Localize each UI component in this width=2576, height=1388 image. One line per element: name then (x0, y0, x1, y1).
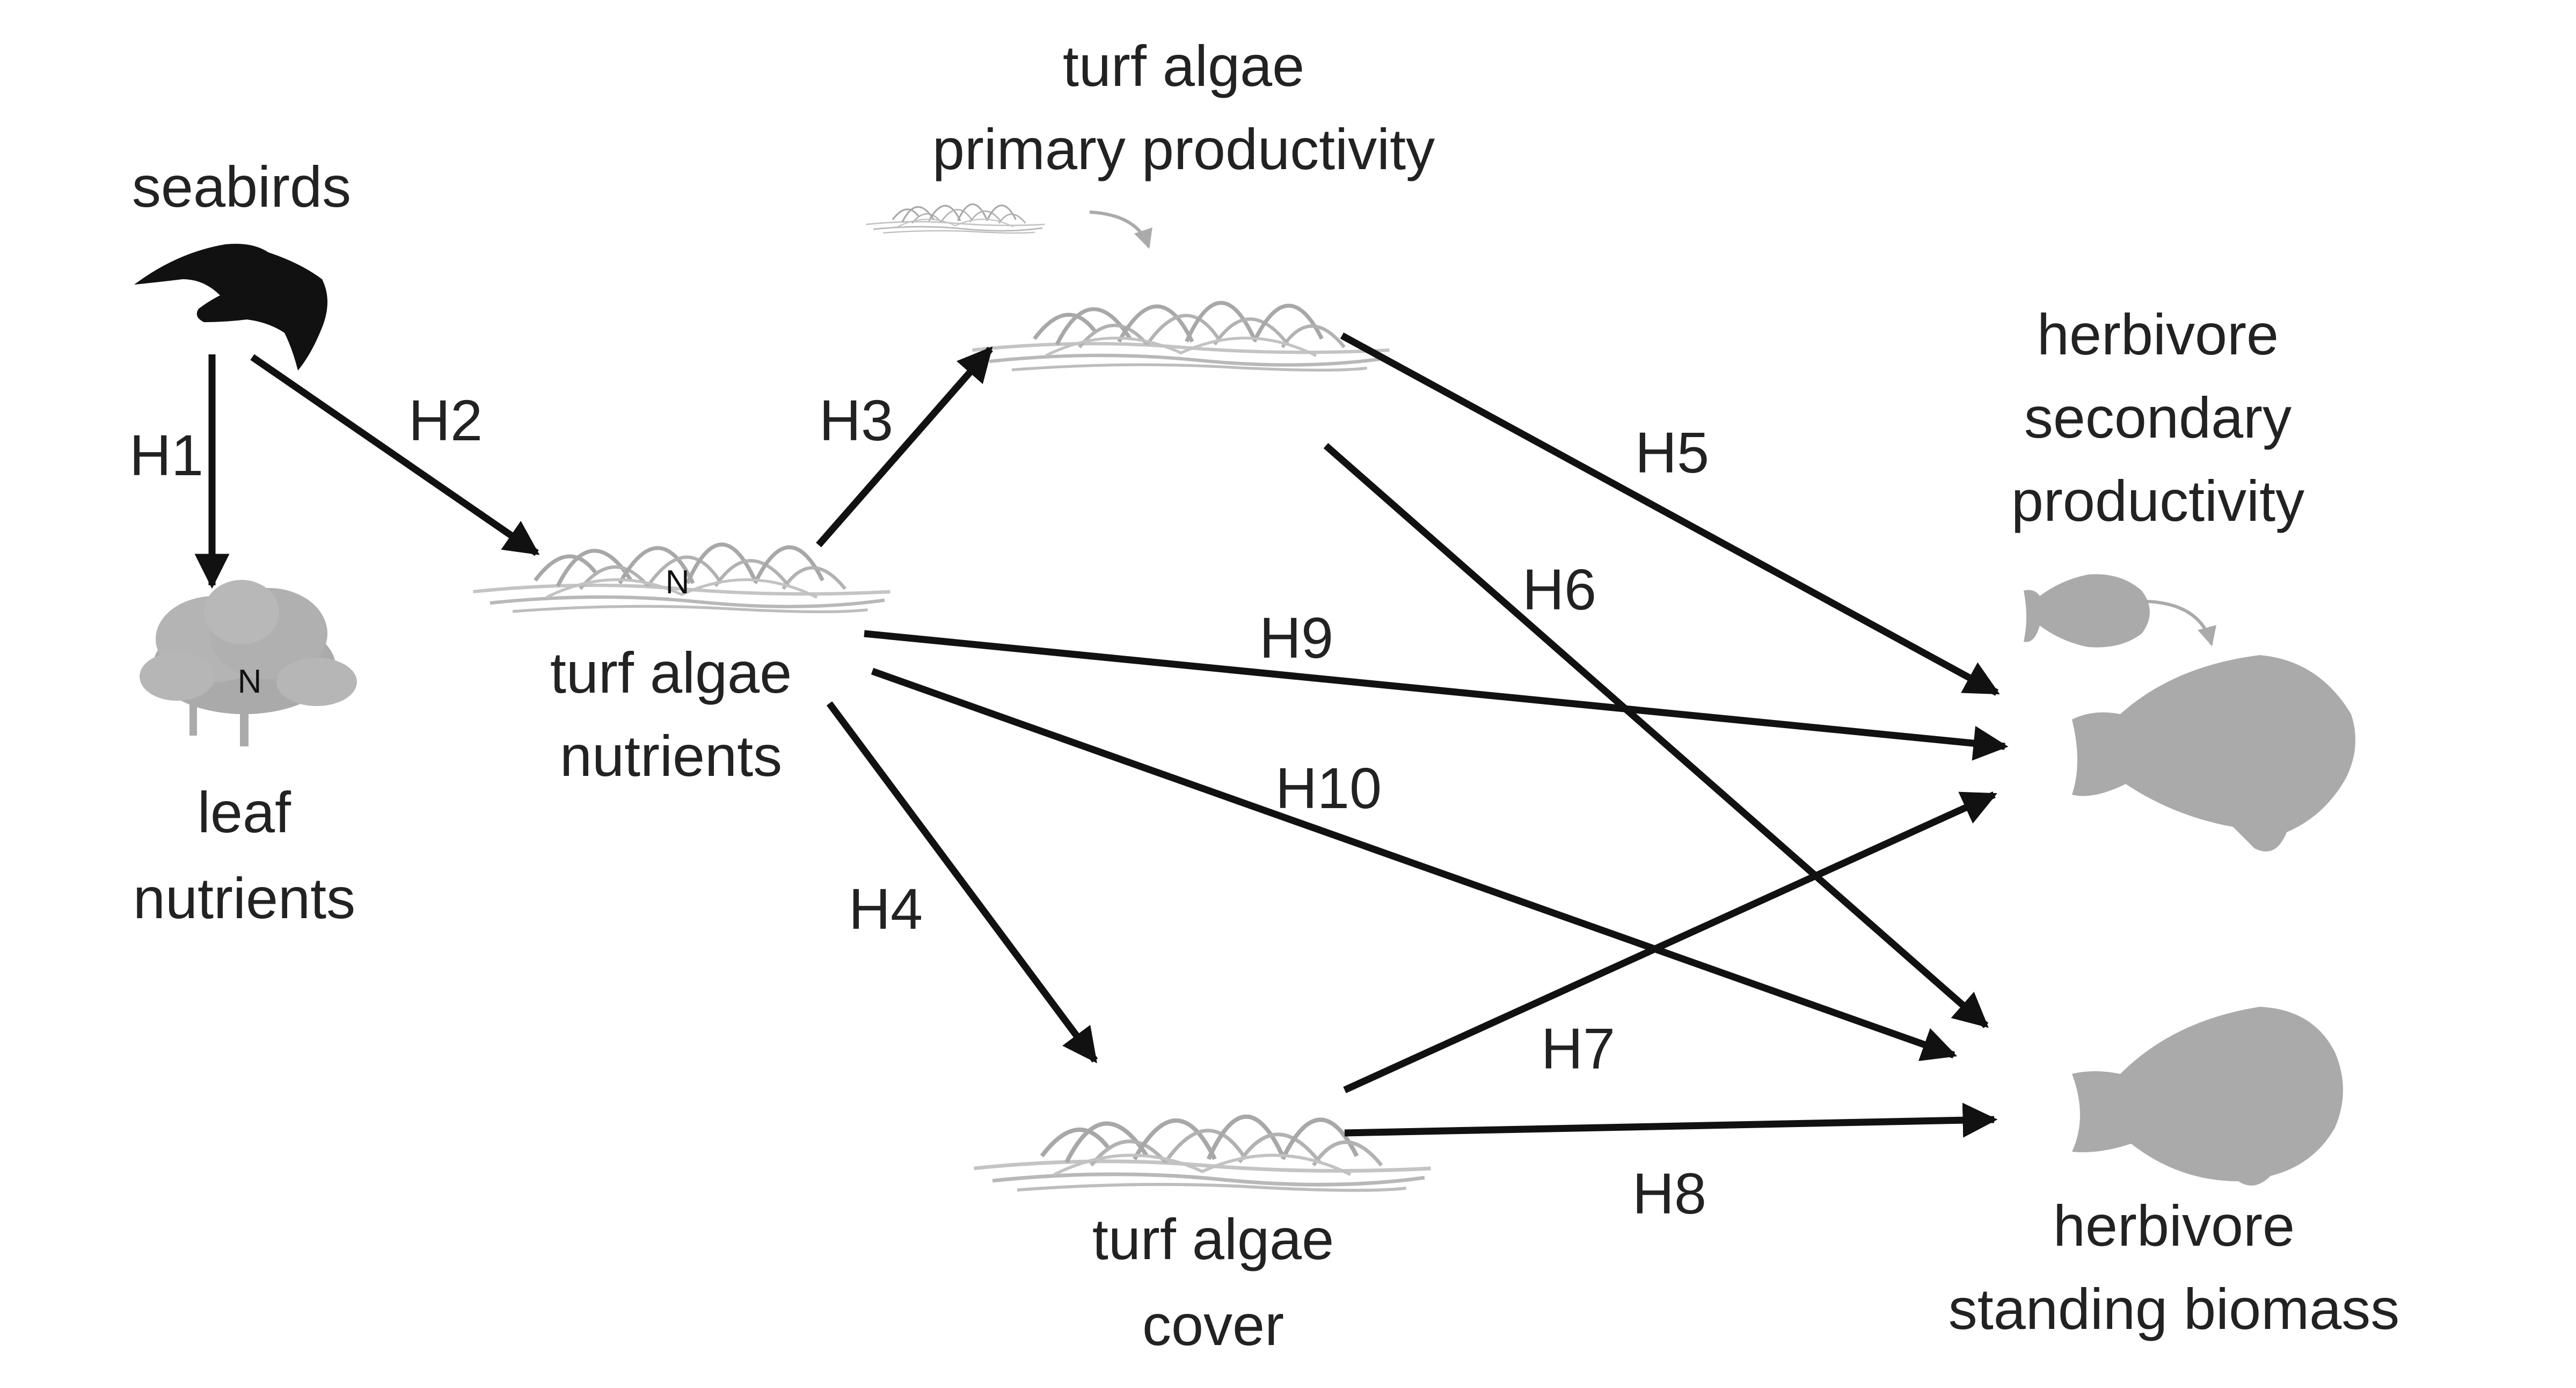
herbivore-productivity-label-line2: secondary (2024, 385, 2292, 450)
leaf-nutrients-label-line2: nutrients (133, 866, 355, 931)
edge-h2-label: H2 (408, 388, 483, 453)
edge-h5-arrow (1340, 332, 2000, 696)
node-leaf-nutrients: leaf nutrients (133, 780, 355, 931)
turf-productivity-label-line2: primary productivity (932, 117, 1435, 181)
edge-h6-label: H6 (1522, 557, 1596, 622)
turf-nutrients-label-line1: turf algae (550, 640, 792, 705)
seabird-icon (134, 244, 327, 370)
turf-productivity-label-line1: turf algae (1063, 33, 1304, 98)
tree-icon: N (140, 580, 357, 746)
turf-productivity-icon (973, 303, 1390, 370)
edge-h10-label: H10 (1275, 755, 1382, 820)
node-turf-cover: turf algae cover (1092, 1207, 1334, 1357)
turf-cover-label-line2: cover (1142, 1292, 1284, 1357)
edge-h5-label: H5 (1635, 420, 1709, 485)
fish-biomass-icon (2072, 1007, 2343, 1186)
edge-h4-arrow (826, 701, 1098, 1064)
herbivore-biomass-label-line1: herbivore (2053, 1193, 2295, 1258)
turf-cover-label-line1: turf algae (1092, 1207, 1334, 1271)
node-turf-productivity: turf algae primary productivity (932, 33, 1435, 181)
edge-h6-arrow (1323, 443, 1989, 1028)
node-turf-nutrients: turf algae nutrients (550, 640, 792, 788)
edge-h8-arrow (1344, 1102, 1998, 1138)
edge-h4-label: H4 (849, 876, 923, 941)
edge-h2-arrow (250, 354, 540, 556)
node-herbivore-biomass: herbivore standing biomass (1949, 1193, 2399, 1341)
turf-nutrient-letter: N (666, 564, 690, 601)
small-fish-icon (2024, 574, 2150, 648)
edge-h10-arrow (871, 667, 1958, 1062)
edge-h9-label: H9 (1259, 605, 1333, 670)
seabirds-label: seabirds (132, 154, 351, 219)
growth-arrow-icon (1089, 210, 1152, 249)
edge-h9-arrow (864, 630, 2009, 761)
turf-nutrients-label-line2: nutrients (560, 723, 782, 788)
fish-productivity-icon (2072, 655, 2355, 852)
node-seabirds: seabirds (132, 154, 351, 219)
turf-small-icon (865, 203, 1046, 234)
edge-h3-arrow (816, 346, 993, 548)
edge-labels: H1 H2 H3 H4 H5 H6 H7 H8 H9 H10 (129, 388, 1709, 1226)
turf-cover-icon (974, 1117, 1431, 1190)
leaf-nutrient-letter: N (238, 663, 262, 700)
edge-h7-label: H7 (1541, 1016, 1615, 1081)
edge-h3-label: H3 (819, 388, 893, 453)
edge-h7-arrow (1343, 791, 1997, 1093)
herbivore-biomass-label-line2: standing biomass (1949, 1276, 2399, 1341)
edge-h8-label: H8 (1632, 1161, 1706, 1226)
node-herbivore-productivity: herbivore secondary productivity (2011, 302, 2304, 533)
herbivore-productivity-label-line1: herbivore (2037, 302, 2279, 367)
edge-h1-label: H1 (129, 423, 203, 488)
growth-fish-arrow-icon (2147, 600, 2217, 646)
leaf-nutrients-label-line1: leaf (198, 780, 291, 845)
herbivore-productivity-label-line3: productivity (2011, 468, 2304, 533)
